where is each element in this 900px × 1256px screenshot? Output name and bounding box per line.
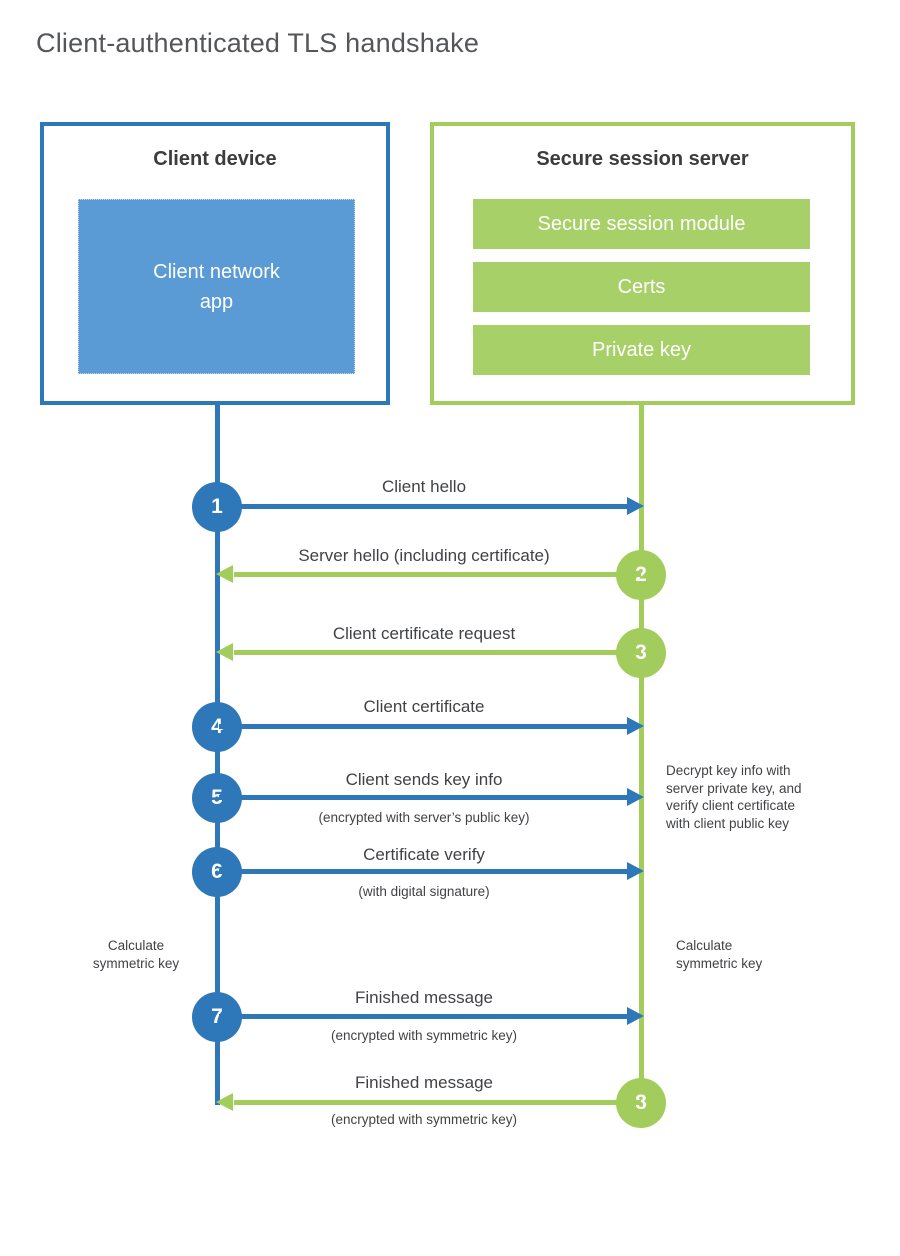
step-3-label: Client certificate request [332, 624, 516, 643]
private-key-bar: Private key [473, 325, 810, 375]
step-4-arrowhead-icon [627, 717, 644, 735]
step-8-arrow [234, 1100, 641, 1105]
step-8-label: Finished message [355, 1073, 493, 1092]
step-5-label: Client sends key info [345, 770, 503, 789]
step-7-arrow [219, 1014, 628, 1019]
step-5-arrow [219, 795, 628, 800]
step-8-arrowhead-icon [216, 1093, 233, 1111]
secure-session-server-title: Secure session server [536, 148, 749, 170]
secure-session-module-bar: Secure session module [473, 199, 810, 249]
step-1-arrowhead-icon [627, 497, 644, 515]
step-3-arrowhead-icon [216, 643, 233, 661]
client-network-app-box: Client network app [78, 199, 355, 374]
client-calculate-symmetric-key-note: Calculate symmetric key [92, 938, 180, 971]
server-calculate-symmetric-key-note: Calculate symmetric key [676, 938, 763, 971]
step-3-arrow [234, 650, 641, 655]
step-6-sublabel: (with digital signature) [358, 884, 490, 899]
step-8-sublabel: (encrypted with symmetric key) [330, 1112, 518, 1127]
step-6-label: Certificate verify [363, 845, 485, 864]
step-7-sublabel: (encrypted with symmetric key) [330, 1028, 518, 1043]
step-4-arrow [219, 724, 628, 729]
step-6-arrowhead-icon [627, 862, 644, 880]
client-lifeline [215, 405, 220, 1105]
server-decrypt-note: Decrypt key info with server private key… [666, 763, 802, 831]
step-2-arrow [234, 572, 641, 577]
step-2-label: Server hello (including certificate) [298, 546, 550, 565]
step-7-label: Finished message [355, 988, 493, 1007]
client-device-title: Client device [153, 148, 277, 170]
step-7-arrowhead-icon [627, 1007, 644, 1025]
step-5-arrowhead-icon [627, 788, 644, 806]
step-2-arrowhead-icon [216, 565, 233, 583]
certs-bar: Certs [473, 262, 810, 312]
step-4-label: Client certificate [363, 697, 485, 716]
server-lifeline [639, 405, 644, 1105]
step-6-arrow [219, 869, 628, 874]
step-6-badge: 6 [192, 847, 242, 897]
step-1-label: Client hello [381, 477, 467, 496]
step-5-sublabel: (encrypted with server’s public key) [318, 810, 530, 825]
page-title: Client-authenticated TLS handshake [36, 28, 480, 58]
step-1-arrow [219, 504, 628, 509]
